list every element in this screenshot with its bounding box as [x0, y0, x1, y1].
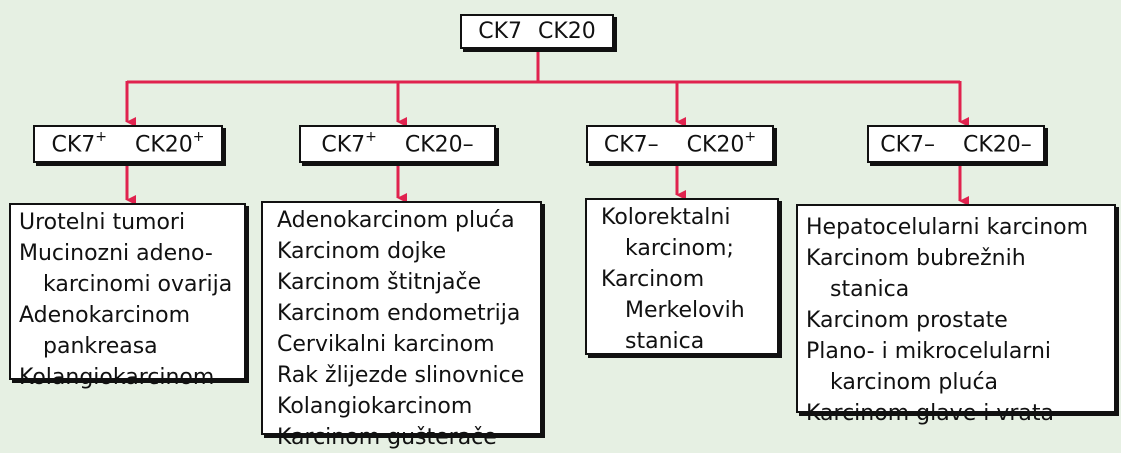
- category-ck7-label: CK7+: [51, 128, 107, 158]
- category-ck7-label: CK7–: [603, 132, 659, 158]
- list-item: Kolangiokarcinom: [277, 394, 473, 419]
- root-node: CK7 CK20: [460, 14, 614, 49]
- root-ck7-label: CK7: [478, 19, 522, 44]
- tumor-list-2: Adenokarcinom pluća Karcinom dojke Karci…: [261, 201, 542, 450]
- list-item: Karcinom štitnjače: [277, 270, 482, 295]
- category-node-1: CK7+ CK20+: [33, 125, 223, 163]
- list-item: Adenokarcinom pluća: [277, 208, 515, 233]
- list-item: Merkelovih: [625, 298, 745, 323]
- category-node-2: CK7+ CK20–: [299, 125, 496, 163]
- list-item: Karcinom endometrija: [277, 301, 521, 326]
- list-item: Karcinom bubrežnih: [806, 246, 1026, 271]
- list-item: Kolorektalni: [601, 205, 731, 230]
- list-item: Hepatocelularni karcinom: [806, 215, 1089, 240]
- list-item: Cervikalni karcinom: [277, 332, 495, 357]
- list-item: Karcinom gušterače: [277, 425, 497, 450]
- list-item: Plano- i mikrocelularni: [806, 339, 1052, 364]
- category-ck7-label: CK7+: [321, 128, 377, 158]
- list-item: Karcinom glave i vrata: [806, 401, 1054, 426]
- category-ck20-label: CK20–: [404, 132, 474, 158]
- list-item: Karcinom prostate: [806, 308, 1008, 333]
- list-item: karcinom;: [625, 236, 734, 261]
- tumor-list-1: Urotelni tumori Mucinozni adeno- karcino…: [9, 203, 246, 390]
- category-ck20-label: CK20+: [686, 128, 757, 158]
- list-item: karcinomi ovarija: [43, 272, 233, 297]
- tumor-list-4: Hepatocelularni karcinom Karcinom bubrež…: [796, 204, 1116, 426]
- list-item: Rak žlijezde slinovnice: [277, 363, 525, 388]
- category-ck20-label: CK20–: [963, 132, 1032, 158]
- category-ck7-label: CK7–: [880, 132, 935, 158]
- list-item: Karcinom: [601, 267, 705, 292]
- list-item: Kolangiokarcinom: [19, 365, 215, 390]
- category-node-3: CK7– CK20+: [586, 125, 774, 163]
- list-item: Karcinom dojke: [277, 239, 447, 264]
- list-item: Mucinozni adeno-: [19, 241, 213, 266]
- tumor-list-3: Kolorektalni karcinom; Karcinom Merkelov…: [585, 198, 779, 355]
- list-item: karcinom pluća: [830, 370, 999, 395]
- list-item: stanica: [625, 329, 705, 354]
- list-item: Adenokarcinom: [19, 303, 191, 328]
- list-item: stanica: [830, 277, 910, 302]
- list-item: Urotelni tumori: [19, 210, 186, 235]
- list-item: pankreasa: [43, 334, 158, 359]
- root-ck20-label: CK20: [538, 19, 596, 44]
- category-node-4: CK7– CK20–: [867, 125, 1045, 163]
- category-ck20-label: CK20+: [135, 128, 205, 158]
